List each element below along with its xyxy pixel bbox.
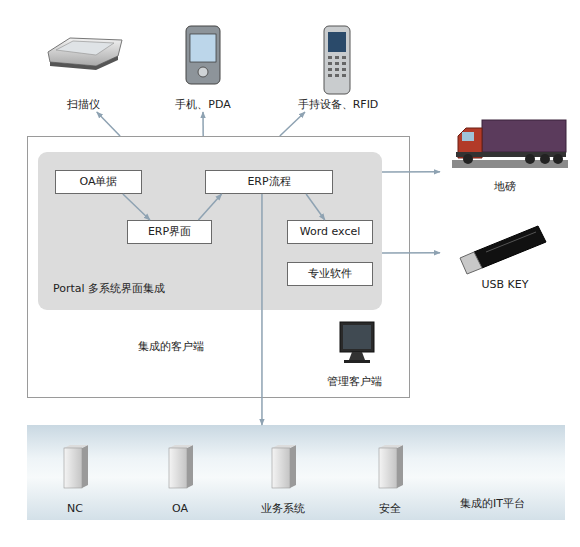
client-container: 集成的客户端 Portal 多系统界面集成 OA单据 ERP流程 ERP界面 Word e… [27, 136, 410, 398]
server-node: 业务系统 [253, 442, 313, 516]
node-label: NC [67, 502, 83, 516]
truck-scale-illustration [452, 120, 568, 168]
node-label: Portal 多系统界面集成 [53, 282, 165, 296]
node-label: OA单据 [80, 175, 118, 189]
monitor-illustration [340, 322, 374, 363]
flow-arrow [202, 112, 204, 136]
device-node: 扫描仪 [40, 20, 126, 112]
node-label: 安全 [379, 502, 401, 516]
server-illustration [64, 445, 88, 488]
node-label: 手持设备、RFID [298, 98, 379, 112]
node-label: USB KEY [482, 278, 529, 292]
node-label: Word excel [300, 225, 361, 239]
process-box: ERP界面 [127, 220, 212, 244]
rfid-handheld-illustration [324, 26, 350, 94]
process-box: 专业软件 [287, 262, 373, 286]
flow-arrow [97, 112, 120, 136]
device-node: 地磅 [440, 112, 570, 194]
device-node: 手机、PDA [160, 20, 246, 112]
node-label: 业务系统 [261, 502, 305, 516]
node-label: 地磅 [494, 180, 516, 194]
server-illustration [379, 445, 403, 488]
device-node: USB KEY [440, 210, 570, 292]
usb-key-illustration [460, 226, 546, 274]
process-box: Word excel [287, 220, 373, 244]
server-node: OA [150, 442, 210, 516]
node-label: 手机、PDA [175, 98, 230, 112]
flow-arrow [198, 194, 221, 220]
server-illustration [272, 445, 296, 488]
process-box: ERP流程 [205, 170, 333, 194]
flow-arrow [123, 194, 150, 220]
node-label: ERP流程 [247, 175, 290, 189]
pda-illustration [186, 26, 220, 84]
node-label: 专业软件 [308, 267, 352, 281]
node-label: 扫描仪 [67, 98, 100, 112]
node-label: ERP界面 [148, 225, 191, 239]
flow-arrow [261, 194, 263, 425]
device-node: 手持设备、RFID [288, 20, 388, 112]
server-node: NC [45, 442, 105, 516]
flow-arrow [382, 171, 440, 173]
node-label: 集成的IT平台 [460, 497, 525, 511]
node-label: OA [172, 502, 188, 516]
process-box: OA单据 [55, 170, 142, 194]
node-label: 集成的客户端 [138, 340, 204, 354]
flow-arrow [280, 112, 305, 136]
flow-arrow [382, 252, 440, 254]
flow-arrow [306, 194, 325, 220]
server-node: 安全 [360, 442, 420, 516]
portal-group: Portal 多系统界面集成 OA单据 ERP流程 ERP界面 Word excel 专业… [38, 152, 382, 310]
scanner-illustration [48, 38, 122, 70]
platform-band: 集成的IT平台 NC OA 业务系统 安全 [27, 425, 565, 520]
server-illustration [169, 445, 193, 488]
